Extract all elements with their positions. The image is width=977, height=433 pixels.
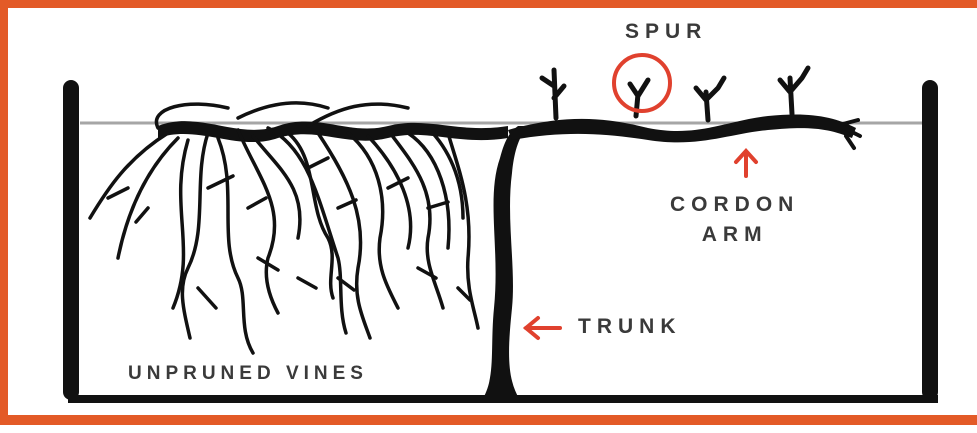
- cordon-label-line1: CORDON: [670, 190, 799, 220]
- cordon-arm: [508, 115, 856, 143]
- right-post: [922, 80, 938, 400]
- arrow-up-icon: [736, 151, 756, 176]
- unpruned-vines-label: UNPRUNED VINES: [128, 363, 368, 385]
- spurs: [542, 68, 808, 120]
- vine-trunk: [482, 126, 528, 400]
- spur-highlight-circle: [614, 55, 670, 111]
- unpruned-canes: [90, 103, 478, 353]
- cordon-arm-label: CORDON ARM: [670, 190, 799, 250]
- spur-label: SPUR: [625, 20, 707, 44]
- arrow-left-icon: [526, 318, 560, 338]
- cordon-label-line2: ARM: [670, 220, 799, 250]
- left-post: [63, 80, 79, 400]
- trunk-label: TRUNK: [578, 315, 682, 339]
